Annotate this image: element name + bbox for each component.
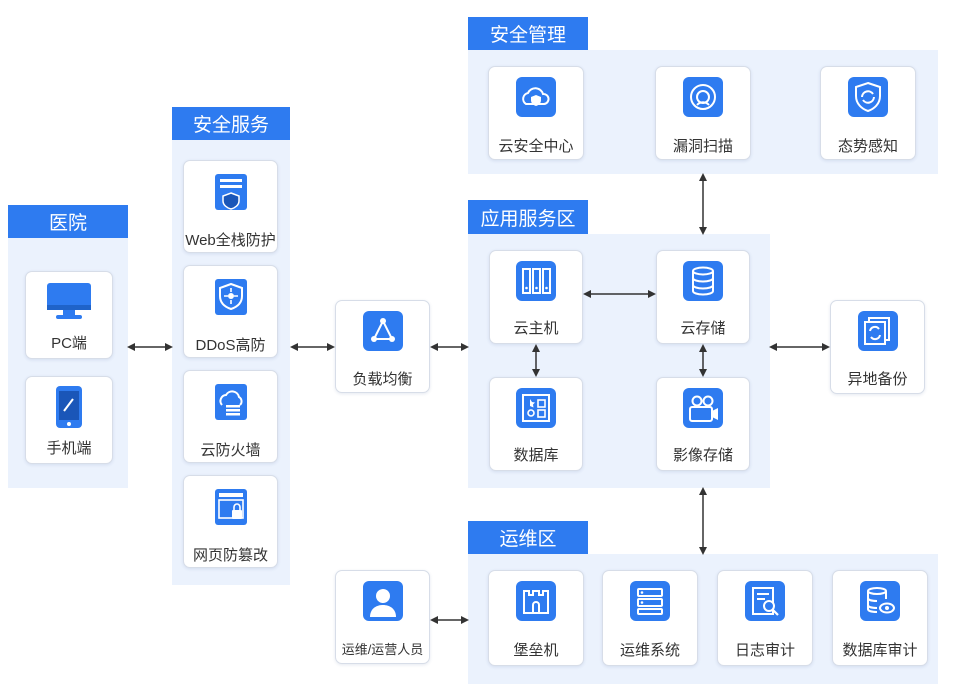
node-ddos[interactable]: DDoS高防	[183, 265, 278, 358]
node-backup-label: 异地备份	[847, 371, 908, 388]
web-shield-icon	[214, 174, 247, 210]
node-firewall-label: 云防火墙	[200, 442, 261, 459]
person-icon	[362, 581, 403, 621]
hospital-group-title: 医院	[8, 205, 128, 238]
video-camera-icon	[683, 388, 723, 428]
security-service-group-title: 安全服务	[172, 107, 290, 140]
cloud-firewall-icon	[214, 384, 247, 420]
node-ops-system-label: 运维系统	[619, 642, 680, 659]
node-vuln-scan-label: 漏洞扫描	[672, 138, 733, 155]
node-host-label: 云主机	[513, 320, 559, 337]
node-cloud-security-center-label: 云安全中心	[498, 138, 574, 155]
database-icon	[683, 261, 723, 301]
castle-icon	[516, 581, 556, 621]
node-tamper[interactable]: 网页防篡改	[183, 475, 278, 568]
node-bastion[interactable]: 堡垒机	[488, 570, 584, 666]
node-mobile[interactable]: 手机端	[25, 376, 113, 464]
node-ops-person-label: 运维/运营人员	[341, 642, 424, 657]
node-db-audit[interactable]: 数据库审计	[832, 570, 928, 666]
node-image-storage[interactable]: 影像存储	[656, 377, 750, 471]
node-firewall[interactable]: 云防火墙	[183, 370, 278, 463]
ops-system-icon	[630, 581, 670, 621]
node-storage-label: 云存储	[680, 320, 726, 337]
node-lb[interactable]: 负载均衡	[335, 300, 430, 393]
log-search-icon	[745, 581, 785, 621]
node-log-audit[interactable]: 日志审计	[717, 570, 813, 666]
scan-icon	[683, 77, 723, 117]
web-lock-icon	[214, 489, 247, 525]
node-log-audit-label: 日志审计	[734, 642, 795, 659]
node-vuln-scan[interactable]: 漏洞扫描	[655, 66, 751, 160]
node-backup[interactable]: 异地备份	[830, 300, 925, 394]
node-cloud-security-center[interactable]: 云安全中心	[488, 66, 584, 160]
load-balance-icon	[362, 311, 403, 351]
node-waf[interactable]: Web全栈防护	[183, 160, 278, 253]
node-tamper-label: 网页防篡改	[192, 547, 268, 564]
node-storage[interactable]: 云存储	[656, 250, 750, 344]
monitor-icon	[47, 283, 91, 319]
node-situation[interactable]: 态势感知	[820, 66, 916, 160]
node-host[interactable]: 云主机	[489, 250, 583, 344]
node-pc[interactable]: PC端	[25, 271, 113, 359]
node-situation-label: 态势感知	[837, 138, 898, 155]
backup-icon	[857, 311, 898, 351]
ops-zone-group-title: 运维区	[468, 521, 588, 554]
node-lb-label: 负载均衡	[352, 371, 413, 388]
cloud-shield-icon	[516, 77, 556, 117]
ddos-shield-icon	[214, 279, 247, 315]
security-mgmt-group-title: 安全管理	[468, 17, 588, 50]
node-ddos-label: DDoS高防	[195, 337, 266, 354]
app-zone-group-title: 应用服务区	[468, 200, 588, 234]
node-db-label: 数据库	[513, 447, 559, 464]
smartphone-icon	[56, 386, 82, 428]
node-bastion-label: 堡垒机	[513, 642, 559, 659]
node-mobile-label: 手机端	[46, 440, 92, 457]
node-image-storage-label: 影像存储	[672, 447, 733, 464]
node-ops-system[interactable]: 运维系统	[602, 570, 698, 666]
node-ops-person[interactable]: 运维/运营人员	[335, 570, 430, 664]
situation-shield-icon	[848, 77, 888, 117]
db-app-icon	[516, 388, 556, 428]
node-waf-label: Web全栈防护	[185, 232, 276, 249]
node-db[interactable]: 数据库	[489, 377, 583, 471]
server-rack-icon	[516, 261, 556, 301]
node-db-audit-label: 数据库审计	[842, 642, 918, 659]
node-pc-label: PC端	[51, 335, 87, 352]
db-audit-icon	[860, 581, 900, 621]
